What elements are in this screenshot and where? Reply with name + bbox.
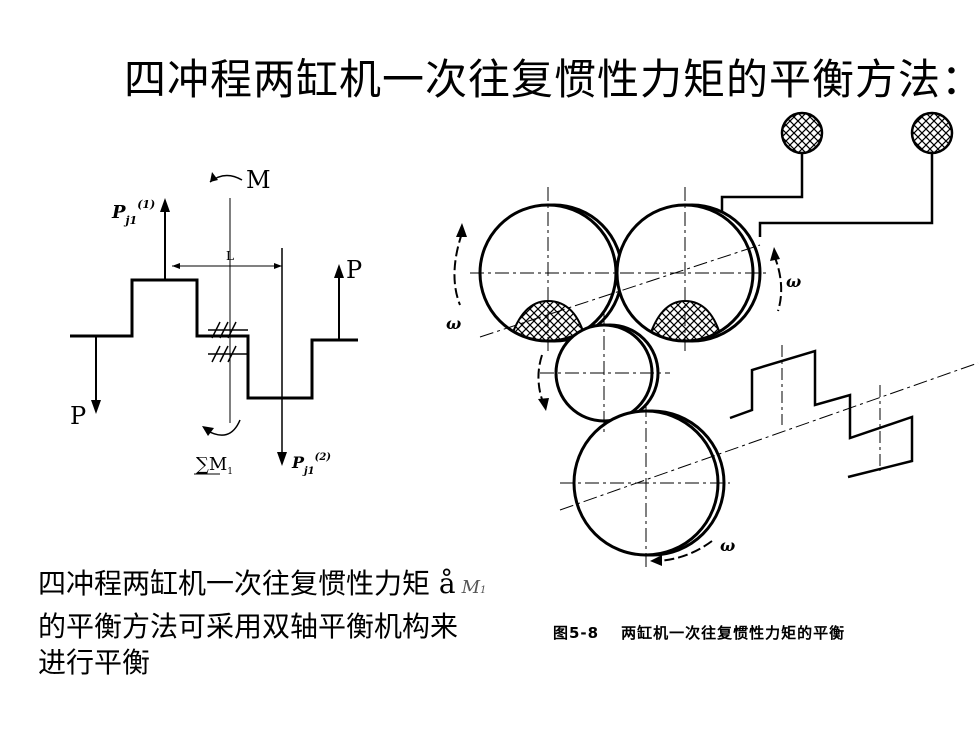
omega-left-label: ω bbox=[446, 314, 461, 333]
force-p-down-arrowhead-icon bbox=[91, 400, 101, 414]
label-P-bottom: P bbox=[70, 402, 86, 430]
rotation-arrow-right-icon bbox=[773, 254, 783, 312]
figure-number: 图5-8 bbox=[553, 624, 600, 642]
rotation-arrow-mid-icon bbox=[537, 354, 545, 406]
label-sum-moment: ∑M1 bbox=[196, 454, 233, 477]
shaft-rod-1 bbox=[720, 153, 804, 213]
figure-caption-text: 两缸机一次往复惯性力矩的平衡 bbox=[621, 624, 846, 642]
omega-bottom-label: ω bbox=[720, 536, 735, 555]
label-P-top: P bbox=[346, 256, 362, 284]
figure-caption: 图5-8 两缸机一次往复惯性力矩的平衡 bbox=[553, 622, 845, 643]
balancing-mechanism-diagram: ω ω ω bbox=[446, 111, 979, 567]
moment-arrowhead-icon bbox=[210, 172, 218, 182]
rotation-arrow-left-icon bbox=[453, 232, 463, 306]
rotation-arrowhead-right-icon bbox=[770, 247, 780, 261]
label-F1: Pj1(1) bbox=[111, 198, 155, 227]
moment-square-wave bbox=[729, 349, 914, 479]
centerlines bbox=[470, 187, 979, 567]
force1-arrowhead-icon bbox=[160, 198, 170, 212]
rotation-arrowhead-bottom-icon bbox=[650, 555, 662, 566]
body-line-1-text: 四冲程两缸机一次往复惯性力矩 å bbox=[38, 567, 456, 600]
rotation-arrow-bottom-icon bbox=[657, 540, 713, 562]
body-line-3: 进行平衡 bbox=[38, 646, 151, 679]
counterweight-knob-1-icon bbox=[780, 111, 824, 155]
dim-arrow-left-icon bbox=[172, 263, 180, 269]
label-F2: Pj1(2) bbox=[291, 452, 331, 477]
counterweight-knob-2-icon bbox=[910, 111, 954, 155]
omega-right-label: ω bbox=[786, 272, 801, 291]
bearing-icon bbox=[208, 321, 248, 363]
sum-moment-arrowhead-icon bbox=[202, 426, 214, 436]
label-L: L bbox=[226, 249, 234, 263]
moment-wave-axes bbox=[781, 345, 881, 471]
force-p-up-arrowhead-icon bbox=[334, 264, 344, 278]
slide-title: 四冲程两缸机一次往复惯性力矩的平衡方法： bbox=[124, 55, 980, 104]
crankshaft-force-diagram: M L Pj1(1) P P Pj1(2) ∑M1 bbox=[70, 168, 362, 477]
rotation-arrowhead-mid-icon bbox=[538, 398, 549, 411]
rotation-arrowhead-left-icon bbox=[456, 223, 467, 237]
force2-arrowhead-icon bbox=[277, 452, 287, 466]
crank-profile bbox=[70, 278, 358, 400]
label-M: M bbox=[246, 168, 271, 194]
dim-arrow-right-icon bbox=[274, 263, 282, 269]
shaft-rod-2 bbox=[758, 153, 934, 237]
body-line-2: 的平衡方法可采用双轴平衡机构来 bbox=[38, 610, 459, 643]
moment-symbol: M1 bbox=[461, 577, 487, 598]
